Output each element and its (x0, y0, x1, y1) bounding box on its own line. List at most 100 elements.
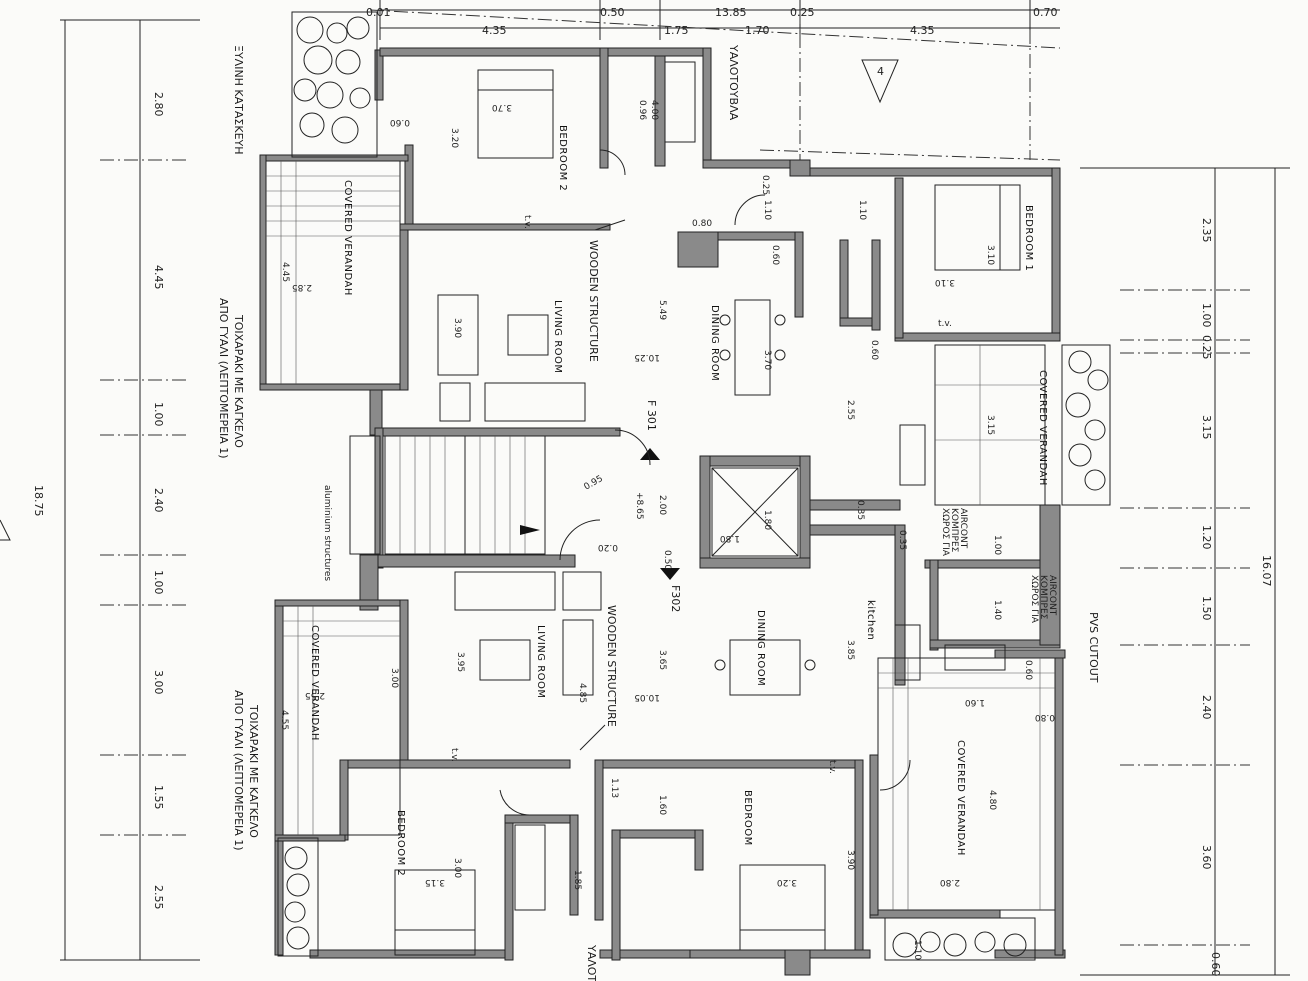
room-veranda-bottom-right: COVERED VERANDAH (955, 740, 966, 856)
room-labels: BEDROOM 2 LIVING ROOM DINING ROOM BEDROO… (309, 125, 1048, 876)
left-dim-3: 1.00 (152, 402, 165, 427)
left-dimension-texts: 2.80 4.45 1.00 2.40 1.00 3.00 1.55 2.55 … (32, 92, 165, 910)
dimension-label: 4.00 (649, 100, 659, 120)
note-tv-1: t.v. (522, 215, 532, 229)
room-veranda-bottom-left: COVERED VERANDAH (309, 625, 320, 741)
dimension-label: 0.35 (855, 500, 865, 520)
furniture (394, 61, 1021, 956)
right-dim-7: 2.40 (1200, 695, 1213, 720)
dimension-label: 0.80 (1035, 712, 1055, 722)
dimension-label: 3.65 (657, 650, 667, 670)
section-marker-left (0, 519, 11, 541)
dimension-label: 0.95 (583, 474, 605, 493)
dimension-label: 0.60 (770, 245, 780, 265)
note-wooden-top: ΞΥΛΙΝΗ ΚΑΤΑΣΚΕΥΗ (232, 45, 245, 155)
room-bedroom-2-bottom: BEDROOM 2 (395, 810, 406, 876)
veranda-tiles-bottom-right (877, 657, 1056, 911)
dimension-label: 4.85 (577, 683, 587, 703)
dimension-label: 1.10 (857, 200, 867, 220)
section-marker-label: 4 (877, 65, 884, 78)
planter-bottom-right (884, 917, 1036, 961)
note-tv-3: t.v. (449, 748, 459, 762)
planter-right-mid (1061, 344, 1111, 506)
note-wall-rail-bottom-1: ΤΟΙΧΑΡΑΚΙ ΜΕ ΚΑΓΚΕΛΟ (247, 704, 260, 838)
dimension-label: 3.00 (389, 668, 399, 688)
note-wooden-structure-bottom: WOODEN STRUCTURE (605, 605, 618, 727)
note-tv-4: t.v. (827, 760, 837, 774)
right-dim-2: 1.00 (1200, 303, 1213, 328)
note-flat-301: F 301 (645, 400, 658, 431)
dimension-label: 3.70 (492, 102, 512, 112)
right-dim-8: 3.60 (1200, 845, 1213, 870)
dimension-label: 1.00 (992, 535, 1002, 555)
note-tv-2: t.v. (938, 319, 952, 329)
top-dim-6: 1.70 (745, 24, 770, 37)
left-dim-1: 2.80 (152, 92, 165, 117)
top-dim-8: 4.35 (910, 24, 935, 37)
walls (259, 47, 1066, 976)
dimension-label: 1.10 (762, 200, 772, 220)
dimension-label: 3.90 (845, 850, 855, 870)
top-dim-1: 0.01 (366, 6, 391, 19)
left-dim-7: 1.55 (152, 785, 165, 810)
room-bedroom-1: BEDROOM 1 (1023, 205, 1034, 271)
dimension-label: 0.60 (1023, 660, 1033, 680)
note-aircon-2c: AIRCONT (1047, 575, 1057, 616)
note-aircon-2a: ΧΩΡΟΣ ΓΙΑ (1029, 575, 1039, 624)
inner-dimensions: 3.20 3.70 0.96 4.00 0.60 0.25 1.10 1.10 … (279, 100, 1055, 960)
note-wooden-structure-top: WOODEN STRUCTURE (587, 240, 600, 362)
right-dimension-texts: 2.35 1.00 0.25 3.15 1.20 1.50 2.40 3.60 … (1200, 218, 1273, 977)
door-arcs (499, 149, 911, 816)
notes: ΞΥΛΙΝΗ ΚΑΤΑΣΚΕΥΗ ΥΑΛΟΤΟΥΒΛΑ ΥΑΛΟΤ ΤΟΙΧΑΡ… (217, 44, 1100, 981)
dimension-label: 10.25 (634, 352, 660, 362)
right-dim-5: 1.20 (1200, 525, 1213, 550)
room-dining-bottom: DINING ROOM (755, 610, 766, 686)
left-dim-8: 2.55 (152, 885, 165, 910)
dimension-label: 3.10 (935, 277, 955, 287)
veranda-tiles-bottom-left (282, 605, 401, 836)
room-veranda-top-left: COVERED VERANDAH (342, 180, 353, 296)
note-wall-rail-top-1: ΤΟΙΧΑΡΑΚΙ ΜΕ ΚΑΓΚΕΛΟ (232, 314, 245, 448)
dimension-label: 0.50 (662, 550, 672, 570)
right-dim-4: 3.15 (1200, 415, 1213, 440)
dimension-label: 3.20 (449, 128, 459, 148)
top-dim-9: 0.70 (1033, 6, 1058, 19)
dimension-label: 0.25 (760, 175, 770, 195)
top-dimension-lines (379, 0, 1060, 40)
note-level: +8.65 (634, 492, 644, 520)
dimension-label: 1.13 (609, 778, 619, 798)
room-bedroom-bottom: BEDROOM (742, 790, 753, 846)
right-dimension-lines (1080, 167, 1290, 976)
note-aircon-1c: AIRCONT (958, 508, 968, 549)
right-dim-9: 0.60 (1209, 952, 1222, 977)
elevator (711, 467, 799, 557)
dimension-label: 10.05 (634, 692, 660, 702)
left-dim-6: 3.00 (152, 670, 165, 695)
room-kitchen: kitchen (865, 600, 876, 640)
planter-bottom-left (277, 837, 319, 957)
planter-top-left (291, 11, 378, 158)
left-dim-4: 2.40 (152, 488, 165, 513)
note-aircon-2b: ΚΟΜΠΡΕΣ (1038, 575, 1048, 620)
top-dim-5: 13.85 (715, 6, 747, 19)
right-dim-1: 2.35 (1200, 218, 1213, 243)
dimension-label: 3.00 (452, 858, 462, 878)
dimension-label: 5.49 (657, 300, 667, 320)
left-dim-5: 1.00 (152, 570, 165, 595)
note-flat-302: F302 (669, 585, 682, 612)
dimension-label: 2.00 (657, 495, 667, 515)
dimension-label: 2.55 (305, 690, 325, 700)
dimension-label: 0.60 (390, 117, 410, 127)
dimension-label: 1.85 (572, 870, 582, 890)
note-glass-block-bottom: ΥΑΛΟΤ (585, 944, 598, 981)
room-living-bottom: LIVING ROOM (535, 625, 546, 699)
note-glass-block: ΥΑΛΟΤΟΥΒΛΑ (727, 44, 740, 121)
top-dim-2: 4.35 (482, 24, 507, 37)
dimension-label: 3.15 (985, 415, 995, 435)
room-dining-top: DINING ROOM (709, 305, 720, 381)
room-veranda-top-right: COVERED VERANDAH (1037, 370, 1048, 486)
dimension-label: 4.55 (279, 710, 289, 730)
left-dim-2: 4.45 (152, 265, 165, 290)
room-bedroom-2-top: BEDROOM 2 (557, 125, 568, 191)
dimension-label: 3.70 (762, 350, 772, 370)
